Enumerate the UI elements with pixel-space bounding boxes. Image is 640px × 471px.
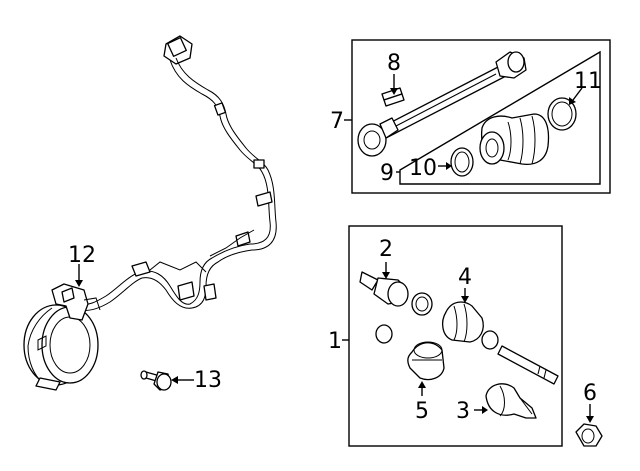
callout-8: 8 (387, 51, 401, 76)
bolt (140, 370, 172, 391)
axle-parts (359, 271, 559, 419)
callout-5: 5 (415, 399, 429, 424)
axle-assembly-box (348, 225, 563, 447)
callout-7: 7 (330, 109, 344, 134)
callout-2: 2 (379, 237, 393, 262)
cv-boot-top (450, 97, 577, 177)
leader-lines (75, 74, 594, 423)
shaft-assembly-box (351, 39, 611, 194)
callout-labels: 12 13 8 7 11 10 9 2 4 1 5 3 6 (68, 51, 602, 424)
callout-12: 12 (68, 243, 96, 268)
wire-harness (79, 35, 277, 311)
boot-kit-outline (399, 50, 601, 185)
callout-4: 4 (458, 265, 472, 290)
callout-6: 6 (583, 381, 597, 406)
nut (575, 423, 603, 447)
callout-9: 9 (380, 161, 394, 186)
speed-sensor (23, 283, 101, 391)
callout-10: 10 (409, 156, 437, 181)
callout-13: 13 (194, 368, 222, 393)
callout-1: 1 (328, 329, 342, 354)
drive-shaft (357, 51, 527, 157)
callout-11: 11 (574, 69, 602, 94)
callout-3: 3 (456, 399, 470, 424)
